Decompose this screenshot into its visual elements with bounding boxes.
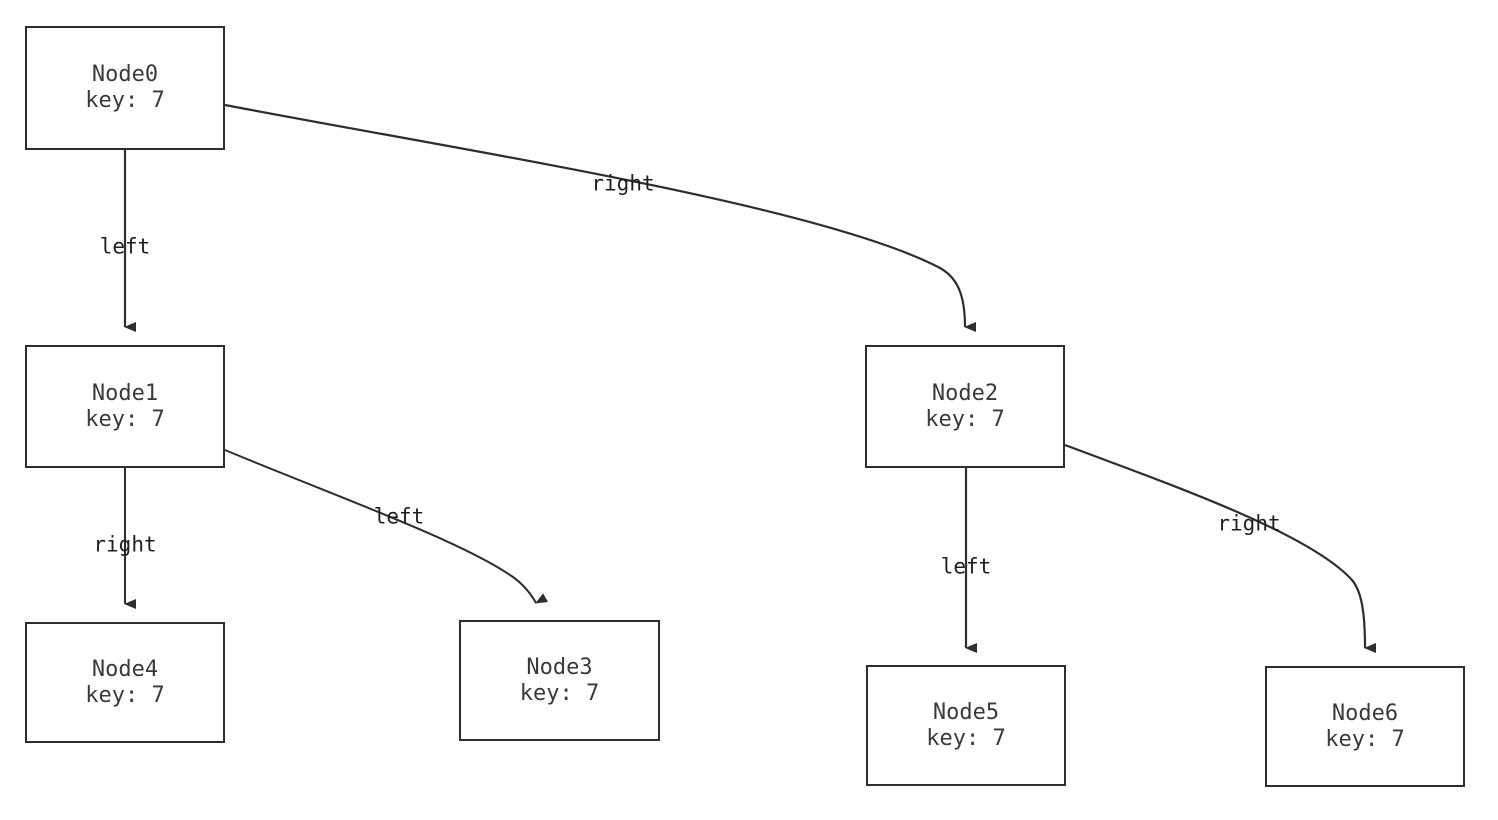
edge-node2-node6 [1064, 443, 1377, 653]
edge-label-node1-node4: right [93, 532, 157, 557]
edge-label-node2-node5: left [940, 554, 992, 579]
edge-label-node2-node6: right [1217, 511, 1281, 536]
tree-node-node2[interactable]: Node2 key: 7 [865, 345, 1065, 468]
node-key: key: 7 [85, 406, 165, 432]
node-key: key: 7 [85, 88, 165, 113]
edge-label-node0-node1: left [99, 234, 151, 259]
node-key: key: 7 [1325, 726, 1405, 752]
tree-node-node3[interactable]: Node3 key: 7 [459, 620, 660, 741]
tree-node-node1[interactable]: Node1 key: 7 [25, 345, 225, 468]
node-key: key: 7 [925, 406, 1005, 432]
node-key: key: 7 [519, 680, 600, 706]
node-title: Node2 [931, 380, 999, 406]
node-title: Node1 [91, 380, 159, 406]
edge-node0-node2 [224, 103, 977, 332]
edge-label-node1-node3: left [373, 504, 425, 529]
tree-node-node4[interactable]: Node4 key: 7 [25, 622, 225, 743]
node-title: Node4 [91, 656, 159, 682]
tree-node-node6[interactable]: Node6 key: 7 [1265, 666, 1465, 787]
node-title: Node6 [1331, 700, 1399, 726]
node-key: key: 7 [85, 682, 165, 708]
tree-node-node0[interactable]: Node0 key: 7 [25, 26, 225, 150]
edge-node1-node3 [224, 449, 549, 604]
node-title: Node3 [526, 654, 593, 680]
node-key: key: 7 [926, 725, 1006, 751]
node-title: Node0 [91, 62, 159, 87]
tree-node-node5[interactable]: Node5 key: 7 [866, 665, 1066, 786]
node-title: Node5 [932, 699, 1000, 725]
edge-label-node0-node2: right [591, 171, 655, 196]
